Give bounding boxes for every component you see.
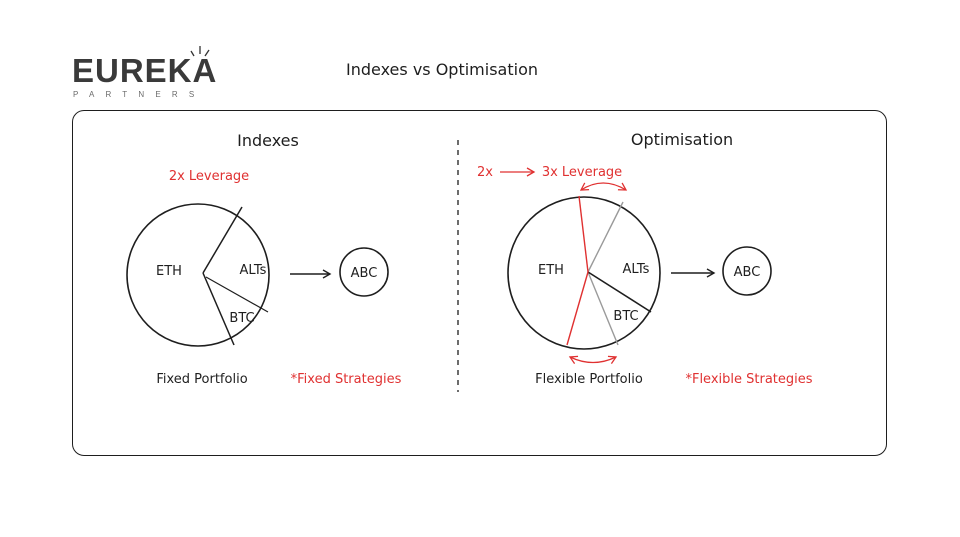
optimisation-output-label: ABC: [734, 265, 761, 280]
indexes-strategies-label: *Fixed Strategies: [291, 372, 402, 387]
optimisation-heading: Optimisation: [631, 130, 733, 149]
optimisation-slice-line-grey-bottom: [587, 271, 619, 346]
indexes-output-circle: [339, 247, 389, 297]
indexes-eth-label: ETH: [156, 264, 182, 279]
indexes-slice-line-btc: [202, 272, 235, 346]
indexes-portfolio-label: Fixed Portfolio: [156, 372, 247, 387]
indexes-heading: Indexes: [237, 131, 299, 150]
logo-wordmark: EUREKA: [72, 52, 218, 89]
slice-adjust-arrow-top: [579, 182, 628, 191]
optimisation-slice-line-grey-top: [587, 201, 624, 273]
optimisation-output-circle: [722, 246, 772, 296]
optimisation-slice-line-red-top: [578, 195, 589, 273]
indexes-slice-line-split: [205, 276, 269, 313]
optimisation-leverage-from: 2x: [477, 165, 493, 180]
optimisation-slice-line-btc: [587, 271, 652, 313]
eureka-partners-logo: EUREKA PARTNERS: [72, 46, 222, 102]
spark-icon: [190, 46, 210, 57]
indexes-output-label: ABC: [351, 266, 378, 281]
optimisation-alts-label: ALTs: [623, 262, 650, 277]
optimisation-leverage-to: 3x Leverage: [542, 165, 622, 180]
optimisation-pie-chart: ETH ALTs BTC: [507, 195, 661, 350]
optimisation-slice-line-red-bottom: [566, 271, 589, 346]
indexes-alts-label: ALTs: [240, 263, 267, 278]
page-title: Indexes vs Optimisation: [346, 60, 538, 79]
optimisation-strategies-label: *Flexible Strategies: [685, 372, 812, 387]
indexes-btc-label: BTC: [229, 311, 254, 326]
slice-adjust-arrow-bottom: [568, 355, 618, 364]
optimisation-eth-label: ETH: [538, 263, 564, 278]
optimisation-pie-circle: [507, 196, 661, 350]
comparison-frame: [72, 110, 887, 456]
optimisation-btc-label: BTC: [613, 309, 638, 324]
optimisation-portfolio-label: Flexible Portfolio: [535, 372, 643, 387]
indexes-slice-line-alts: [202, 206, 243, 274]
logo-subtitle: PARTNERS: [73, 90, 206, 99]
indexes-pie-chart: ETH ALTs BTC: [126, 203, 270, 347]
indexes-leverage-label: 2x Leverage: [169, 169, 249, 184]
indexes-pie-circle: [126, 203, 270, 347]
